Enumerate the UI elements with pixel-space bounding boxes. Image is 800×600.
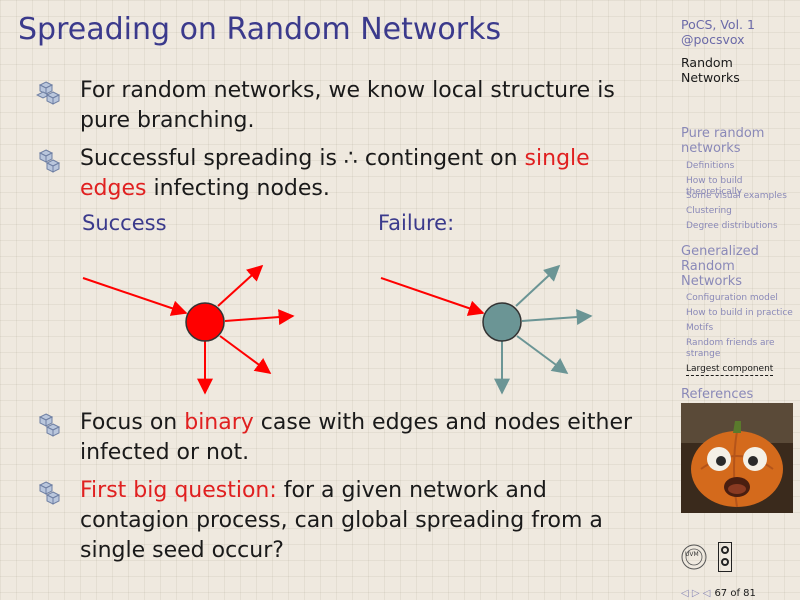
sidebar-section-pure-random[interactable]: Pure random <box>681 126 765 141</box>
nav-arrows-icon[interactable]: ◁ ▷ ◁ <box>681 588 711 599</box>
highlight-single-edges: single edges <box>80 146 590 201</box>
sidebar-item-random-friends[interactable]: strange <box>686 349 721 359</box>
success-incoming-edge <box>82 277 188 316</box>
sidebar-section-references[interactable]: References <box>681 387 754 402</box>
sidebar-item-random-friends[interactable]: Random friends are <box>686 338 775 348</box>
slide-title: Spreading on Random Networks <box>18 12 502 47</box>
bullet-text: Focus on binary case with edges and node… <box>66 408 656 468</box>
cubes-bullet-icon <box>36 81 61 105</box>
cubes-bullet-icon <box>38 413 61 437</box>
spreading-diagram <box>82 264 593 395</box>
sidebar-item-definitions[interactable]: Definitions <box>686 161 735 171</box>
bullet-text-part: for a given network and contagion proces… <box>80 478 603 563</box>
bullet-item: For random networks, we know local struc… <box>36 76 656 136</box>
sidebar-item-configuration-model[interactable]: Configuration model <box>686 293 778 303</box>
sidebar-item-degree-distributions[interactable]: Degree distributions <box>686 221 778 231</box>
bullet-text-part: case with edges and nodes either infecte… <box>80 410 633 465</box>
sidebar-course[interactable]: PoCS, Vol. 1 <box>681 17 755 32</box>
cubes-bullet-icon <box>38 149 61 173</box>
sidebar-item-build-theoretically[interactable]: How to build theoretically <box>686 176 743 197</box>
success-outgoing-edge <box>217 264 264 307</box>
failure-outgoing-edge <box>521 309 593 326</box>
bullet-text-part: infecting nodes. <box>146 176 330 201</box>
bullet-text: For random networks, we know local struc… <box>80 78 615 133</box>
failure-outgoing-edge <box>515 264 561 307</box>
bullet-item: Successful spreading is ∴ contingent on … <box>36 144 656 204</box>
failure-outgoing-edge <box>516 335 569 374</box>
highlight-first-big-question: First big question: <box>80 478 277 503</box>
pumpkin-image <box>681 403 793 513</box>
sidebar-item-visual-examples[interactable]: Some visual examples <box>686 191 787 201</box>
sidebar-section-generalized[interactable]: Generalized <box>681 244 759 259</box>
highlight-binary: binary <box>184 410 254 435</box>
uvm-seal-text: UVM <box>685 551 699 558</box>
sidebar-item-largest-component[interactable]: Largest component <box>686 364 774 376</box>
bullet-text: First big question: for a given network … <box>66 476 656 566</box>
page-number: 67 of 81 <box>714 588 756 599</box>
sidebar-topic-line[interactable]: Random <box>681 55 733 70</box>
success-outgoing-edge <box>224 309 295 326</box>
success-node <box>185 302 225 342</box>
sidebar-topic-line[interactable]: Networks <box>681 70 740 85</box>
failure-label: Failure: <box>378 211 455 235</box>
complex-systems-logo-icon <box>717 541 734 573</box>
sidebar-section-pure-random[interactable]: networks <box>681 141 741 156</box>
bullet-item: First big question: for a given network … <box>36 476 656 566</box>
logos: UVM <box>681 541 734 573</box>
success-label: Success <box>82 211 167 235</box>
cubes-bullet-icon <box>38 481 61 505</box>
failure-incoming-edge <box>380 277 485 316</box>
sidebar-item-clustering[interactable]: Clustering <box>686 206 732 216</box>
sidebar-handle[interactable]: @pocsvox <box>681 32 745 47</box>
success-outgoing-edge <box>219 335 272 374</box>
bullet-text-part: Focus on <box>80 410 185 435</box>
bullet-text: Successful spreading is ∴ contingent on … <box>66 144 656 204</box>
sidebar-section-generalized[interactable]: Networks <box>681 274 743 289</box>
sidebar: PoCS, Vol. 1 @pocsvox Random Networks Pu… <box>681 0 800 600</box>
page-indicator: ◁ ▷ ◁67 of 81 <box>681 588 756 599</box>
bullet-item: Focus on binary case with edges and node… <box>36 408 656 468</box>
uvm-seal-icon <box>681 544 707 570</box>
failure-node <box>482 302 522 342</box>
bullet-text-part: Successful spreading is ∴ contingent on <box>80 146 525 171</box>
sidebar-item-motifs[interactable]: Motifs <box>686 323 714 333</box>
sidebar-item-build-in-practice[interactable]: How to build in practice <box>686 308 793 318</box>
sidebar-section-generalized[interactable]: Random <box>681 259 735 274</box>
